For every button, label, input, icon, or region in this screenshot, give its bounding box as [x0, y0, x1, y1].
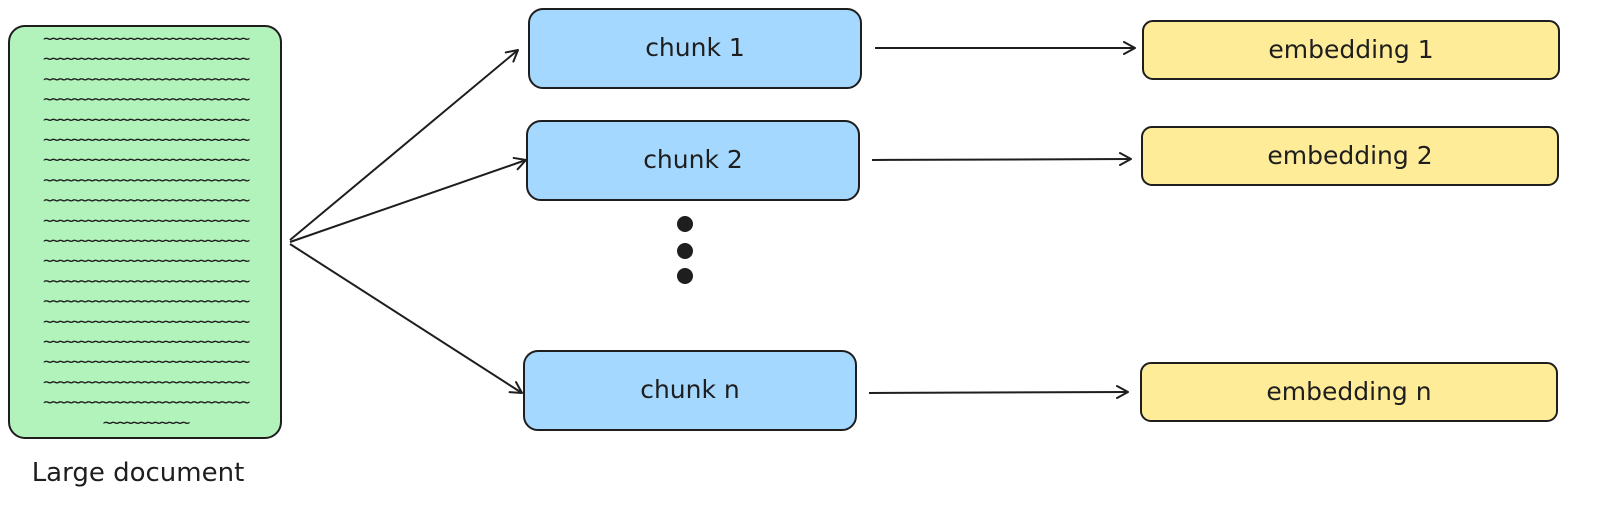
chunk-n-label: chunk n	[640, 375, 740, 404]
document-last-text-line: ~~~~~~~~~~~~	[103, 413, 190, 433]
document-text-line: ~~~~~~~~~~~~~~~~~~~~~~~~~~~~~	[43, 130, 250, 150]
document-text-line: ~~~~~~~~~~~~~~~~~~~~~~~~~~~~~	[43, 332, 250, 352]
document-text-line: ~~~~~~~~~~~~~~~~~~~~~~~~~~~~~	[43, 49, 250, 69]
document-text-line: ~~~~~~~~~~~~~~~~~~~~~~~~~~~~~	[43, 352, 250, 372]
chunk-n-box: chunk n	[523, 350, 857, 431]
arrow-document-to-chunk-n	[289, 243, 523, 394]
embedding-2-label: embedding 2	[1267, 141, 1432, 170]
document-text-line: ~~~~~~~~~~~~~~~~~~~~~~~~~~~~~	[43, 110, 250, 130]
chunk-1-box: chunk 1	[528, 8, 862, 89]
document-text-line: ~~~~~~~~~~~~~~~~~~~~~~~~~~~~~	[43, 312, 250, 332]
document-body	[8, 25, 282, 439]
document-text-line: ~~~~~~~~~~~~~~~~~~~~~~~~~~~~~	[43, 211, 250, 231]
document-text-line: ~~~~~~~~~~~~~~~~~~~~~~~~~~~~~	[43, 29, 250, 49]
document-text-line: ~~~~~~~~~~~~~~~~~~~~~~~~~~~~~	[43, 292, 250, 312]
embedding-n-box: embedding n	[1140, 362, 1558, 422]
arrow-chunk-n-to-embedding-n	[868, 385, 1129, 400]
large-document: ~~~~~~~~~~~~~~~~~~~~~~~~~~~~~~~~~~~~~~~~…	[8, 25, 282, 439]
embedding-1-box: embedding 1	[1142, 20, 1560, 80]
chunk-1-label: chunk 1	[645, 33, 745, 62]
arrow-document-to-chunk-1	[289, 49, 519, 241]
document-text-line: ~~~~~~~~~~~~~~~~~~~~~~~~~~~~~	[43, 69, 250, 89]
document-text-line: ~~~~~~~~~~~~~~~~~~~~~~~~~~~~~	[43, 393, 250, 413]
ellipsis-dots	[677, 216, 693, 284]
document-text-line: ~~~~~~~~~~~~~~~~~~~~~~~~~~~~~	[43, 170, 250, 190]
embedding-n-label: embedding n	[1266, 377, 1431, 406]
document-text-line: ~~~~~~~~~~~~~~~~~~~~~~~~~~~~~	[43, 90, 250, 110]
document-text-line: ~~~~~~~~~~~~~~~~~~~~~~~~~~~~~	[43, 251, 250, 271]
arrow-chunk-2-to-embedding-2	[871, 152, 1132, 167]
document-text-lines: ~~~~~~~~~~~~~~~~~~~~~~~~~~~~~~~~~~~~~~~~…	[43, 29, 253, 433]
arrow-document-to-chunk-2	[289, 156, 527, 243]
document-label: Large document	[32, 458, 245, 488]
document-text-line: ~~~~~~~~~~~~~~~~~~~~~~~~~~~~~	[43, 231, 250, 251]
document-text-line: ~~~~~~~~~~~~~~~~~~~~~~~~~~~~~	[43, 372, 250, 392]
embedding-1-label: embedding 1	[1268, 35, 1433, 64]
chunk-2-box: chunk 2	[526, 120, 860, 201]
chunk-2-label: chunk 2	[643, 145, 743, 174]
document-text-line: ~~~~~~~~~~~~~~~~~~~~~~~~~~~~~	[43, 150, 250, 170]
document-text-line: ~~~~~~~~~~~~~~~~~~~~~~~~~~~~~	[43, 191, 250, 211]
embedding-2-box: embedding 2	[1141, 126, 1559, 186]
document-text-line: ~~~~~~~~~~~~~~~~~~~~~~~~~~~~~	[43, 271, 250, 291]
